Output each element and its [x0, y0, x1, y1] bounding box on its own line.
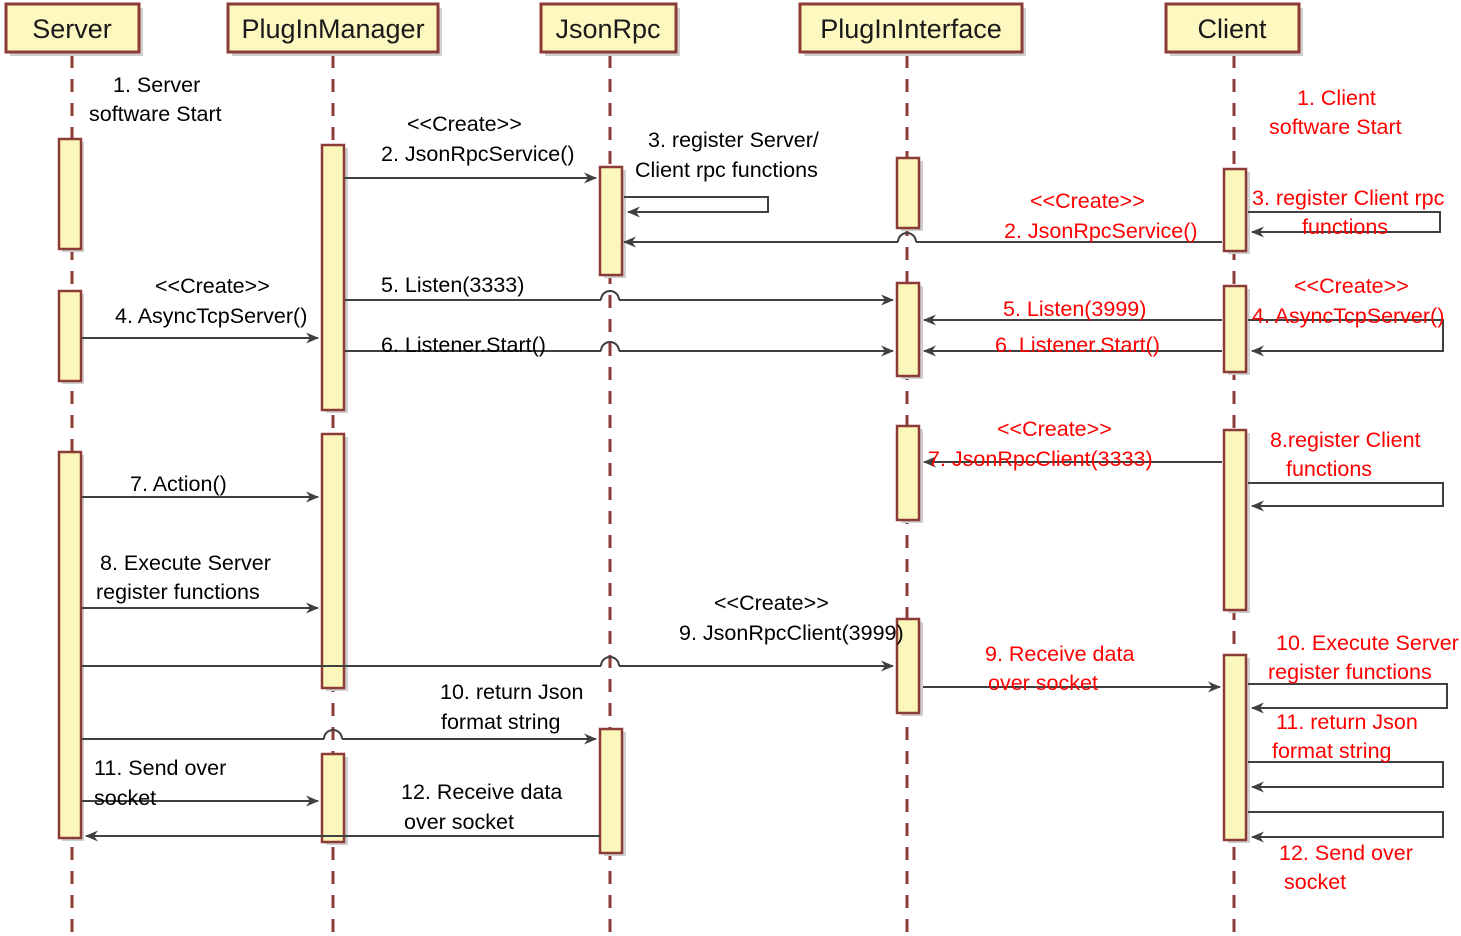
label-c1-line1: 1. Client	[1297, 86, 1376, 110]
label-c9-line2: over socket	[988, 671, 1098, 695]
participant-labels: Server PlugInManager JsonRpc PlugInInter…	[32, 14, 1267, 44]
activation-server-3	[57, 450, 83, 840]
label-c10-line2: register functions	[1268, 660, 1432, 684]
label-s8-line1: 8. Execute Server	[100, 551, 271, 575]
activation-pim-2	[320, 432, 346, 690]
participant-box-jsonrpc[interactable]	[539, 2, 678, 54]
label-c3-line1: 3. register Client rpc	[1252, 186, 1445, 210]
label-c4-line1: <<Create>>	[1294, 274, 1409, 298]
jump-s10	[323, 729, 343, 740]
label-s2-line1: <<Create>>	[407, 112, 522, 136]
label-s8-line2: register functions	[96, 580, 260, 604]
label-c6: 6. Listener.Start()	[995, 333, 1160, 357]
message-labels-client: 1. Client software Start <<Create>> 2. J…	[928, 86, 1459, 894]
activation-pim-3	[320, 752, 346, 844]
participant-box-plugin-interface[interactable]	[798, 2, 1024, 54]
label-s12-line2: over socket	[404, 810, 514, 834]
label-s3-line1: 3. register Server/	[648, 128, 819, 152]
participant-box-server[interactable]	[4, 2, 141, 54]
label-s1-line2: software Start	[89, 102, 222, 126]
jump-c2	[897, 232, 917, 243]
participant-label-client: Client	[1197, 14, 1267, 44]
activation-client-2	[1222, 284, 1248, 374]
label-c7-line1: <<Create>>	[997, 417, 1112, 441]
activation-client-1	[1222, 167, 1248, 253]
arrow-c11-selfcall	[1248, 761, 1444, 793]
activation-server-2	[57, 289, 83, 383]
label-s10-line2: format string	[441, 710, 560, 734]
label-s3-line2: Client rpc functions	[635, 158, 818, 182]
jump-s6	[600, 341, 620, 352]
label-s11-line2: socket	[94, 786, 156, 810]
arrow-c3-selfcall	[1248, 211, 1441, 238]
participant-boxes	[4, 2, 1303, 56]
message-arrows	[82, 172, 1448, 843]
label-c11-line1: 11. return Json	[1276, 710, 1418, 734]
label-c9-line1: 9. Receive data	[985, 642, 1134, 666]
participant-label-jsonrpc: JsonRpc	[555, 14, 660, 44]
label-c4-line2: 4. AsyncTcpServer()	[1252, 304, 1444, 328]
arrow-c4-selfcall	[1248, 319, 1444, 357]
label-s11-line1: 11. Send over	[94, 756, 226, 780]
label-s2-line2: 2. JsonRpcService()	[381, 142, 575, 166]
label-c5: 5. Listen(3999)	[1003, 297, 1146, 321]
arrow-c8-selfcall	[1248, 482, 1444, 512]
activation-pii-1	[895, 156, 921, 230]
label-c2-line1: <<Create>>	[1030, 189, 1145, 213]
label-c12-line1: 12. Send over	[1279, 841, 1413, 865]
participant-label-server: Server	[32, 14, 112, 44]
activation-client-3	[1222, 428, 1248, 612]
activation-bars	[57, 137, 1250, 856]
label-c8-line2: functions	[1286, 457, 1372, 481]
participant-box-plugin-manager[interactable]	[226, 2, 440, 54]
activation-jsonrpc-1	[598, 165, 624, 277]
label-s7: 7. Action()	[130, 472, 227, 496]
activation-pii-2	[895, 281, 921, 378]
participant-label-plugin-interface: PlugInInterface	[820, 14, 1002, 44]
label-c3-line2: functions	[1302, 215, 1388, 239]
jump-s5	[600, 290, 620, 301]
label-c2-line2: 2. JsonRpcService()	[1004, 219, 1198, 243]
activation-pim-1	[320, 143, 346, 412]
arrow-c10-selfcall	[1248, 683, 1448, 714]
activation-jsonrpc-2	[598, 727, 624, 855]
label-c11-line2: format string	[1272, 739, 1391, 763]
arrow-c12-selfcall	[1248, 811, 1444, 843]
activation-pii-3	[895, 424, 921, 522]
label-c1-line2: software Start	[1269, 115, 1402, 139]
participant-label-plugin-manager: PlugInManager	[241, 14, 424, 44]
jump-s9	[600, 656, 620, 667]
label-s10-line1: 10. return Json	[440, 680, 583, 704]
activation-server-1	[57, 137, 83, 251]
lifeline-lines	[70, 55, 1236, 934]
label-s9-line2: 9. JsonRpcClient(3999)	[679, 621, 904, 645]
label-s12-line1: 12. Receive data	[401, 780, 562, 804]
label-s5: 5. Listen(3333)	[381, 273, 524, 297]
label-c10-line1: 10. Execute Server	[1276, 631, 1459, 655]
arrow-s3-selfcall	[624, 196, 769, 218]
message-labels-server: 1. Server software Start <<Create>> 2. J…	[89, 73, 904, 834]
label-c7-line2: 7. JsonRpcClient(3333)	[928, 447, 1153, 471]
label-s1-line1: 1. Server	[113, 73, 200, 97]
activation-client-4	[1222, 653, 1248, 842]
participant-box-client[interactable]	[1164, 2, 1301, 54]
label-s6: 6. Listener.Start()	[381, 333, 546, 357]
label-c12-line2: socket	[1284, 870, 1346, 894]
label-s4-line1: <<Create>>	[155, 274, 270, 298]
label-s9-line1: <<Create>>	[714, 591, 829, 615]
label-c8-line1: 8.register Client	[1270, 428, 1421, 452]
label-s4-line2: 4. AsyncTcpServer()	[115, 304, 307, 328]
